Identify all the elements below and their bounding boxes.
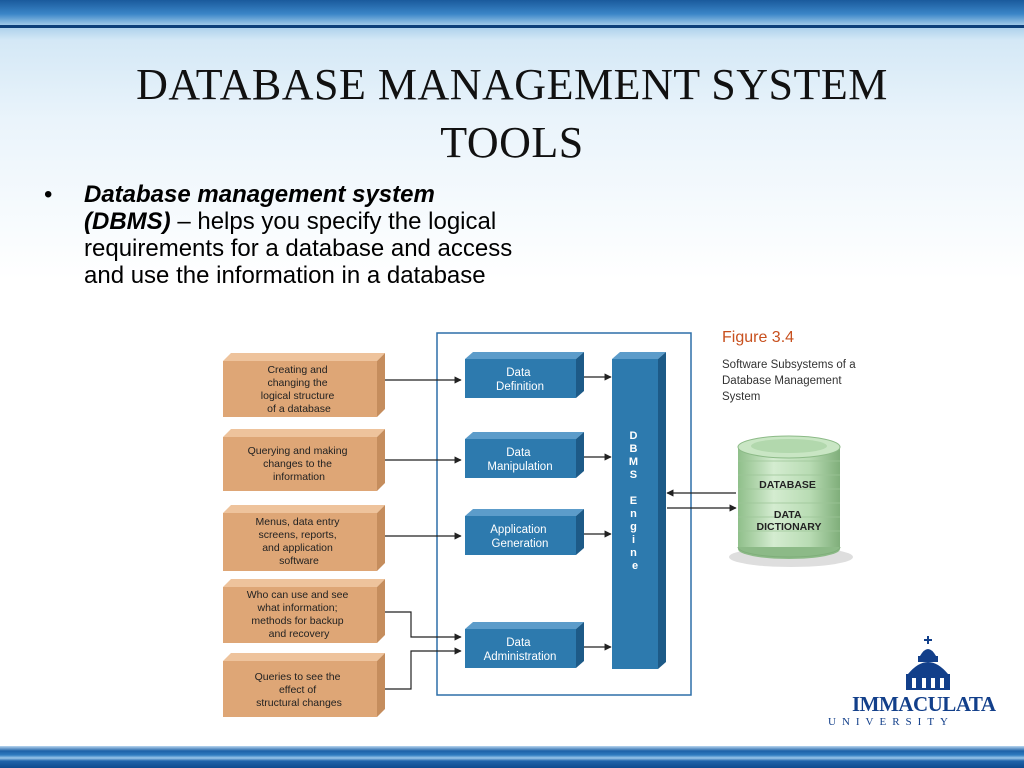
subsystem-box-data-definition: Data Definition (465, 352, 584, 398)
figure-caption: Software Subsystems of a Database Manage… (722, 359, 856, 403)
database-cylinder-icon: DATABASE DATA DICTIONARY (729, 435, 853, 567)
svg-text:Creating and changing th: Creating and changing the logical struct… (261, 364, 337, 415)
svg-text:Menus, data entry screen: Menus, data entry screens, reports, and … (256, 516, 343, 567)
engine-letter: S (630, 469, 637, 481)
bullet-text: Database management system (DBMS) – help… (84, 181, 524, 289)
footer-band (0, 746, 1024, 768)
svg-text:Querying and making chan: Querying and making changes to the infor… (248, 445, 351, 483)
input-box: Querying and making changes to the infor… (223, 429, 385, 491)
input-line: screens, reports, (258, 529, 336, 541)
input-box: Menus, data entry screens, reports, and … (223, 505, 385, 571)
svg-text:D B M S: D B M S E n g i n e (629, 430, 641, 572)
svg-text:Queries to see the effec: Queries to see the effect of structural … (255, 671, 344, 709)
bullet-definition: – helps you specify the logical requirem… (84, 208, 513, 289)
input-line: of a database (267, 403, 331, 415)
subsystem-label: Definition (496, 381, 544, 393)
bullet-icon: • (44, 181, 53, 208)
svg-text:Data Administration: Data Administration (484, 637, 557, 663)
subsystem-label: Data (506, 637, 531, 649)
subsystem-label: Data (506, 447, 531, 459)
svg-text:Data Definition: Data Definition (496, 367, 544, 393)
database-label: DATABASE (759, 479, 816, 491)
engine-letter: M (629, 456, 638, 468)
svg-text:Application Generation: Application Generation (490, 524, 549, 550)
dbms-engine: D B M S E n g i n e (612, 352, 666, 669)
input-box: Creating and changing the logical struct… (223, 353, 385, 417)
input-line: Menus, data entry (256, 516, 341, 528)
input-box: Queries to see the effect of structural … (223, 653, 385, 717)
input-line: changes to the (263, 458, 332, 470)
slide-title-line-1: DATABASE MANAGEMENT SYSTEM (136, 60, 888, 109)
input-line: what information; (257, 602, 338, 614)
subsystem-label: Application (490, 524, 546, 536)
bullet-term: Database management system (DBMS) (84, 181, 435, 235)
dbms-diagram: Creating and changing the logical struct… (223, 332, 853, 717)
input-line: structural changes (256, 697, 342, 709)
database-label: DATA (774, 509, 802, 521)
input-line: Querying and making (248, 445, 348, 457)
slide-title: DATABASE MANAGEMENT SYSTEM TOOLS (60, 56, 964, 172)
input-line: changing the (267, 377, 327, 389)
engine-letter: n (630, 547, 637, 559)
input-line: effect of (279, 684, 316, 696)
engine-letter: E (630, 495, 637, 507)
input-line: software (279, 555, 319, 567)
arrow (385, 611, 462, 641)
engine-letter: g (630, 521, 637, 533)
university-logo: IMMACULATA UNIVERSITY (820, 636, 996, 736)
engine-letter: B (629, 443, 637, 455)
engine-letter: e (632, 560, 638, 572)
svg-text:Who can use and see what: Who can use and see what information; me… (247, 589, 352, 640)
input-line: logical structure (261, 390, 335, 402)
slide-title-line-2: TOOLS (440, 118, 584, 167)
input-box: Who can use and see what information; me… (223, 579, 385, 643)
subsystem-label: Administration (484, 651, 557, 663)
database-label: DICTIONARY (757, 521, 822, 533)
subsystem-label: Generation (492, 538, 549, 550)
input-line: Queries to see the (255, 671, 341, 683)
engine-letter: D (629, 430, 637, 442)
input-line: Who can use and see (247, 589, 349, 601)
figure-label: Figure 3.4 (722, 329, 795, 346)
dome-icon (906, 636, 950, 690)
engine-letter: i (632, 534, 635, 546)
input-line: Creating and (267, 364, 327, 376)
svg-text:DATABASE DATA DICT: DATABASE DATA DICTIONARY (757, 479, 822, 533)
subsystem-box-data-administration: Data Administration (465, 622, 584, 668)
header-gradient-background (0, 0, 1024, 300)
header-divider-line (0, 25, 1024, 28)
input-line: and application (262, 542, 333, 554)
logo-name: IMMACULATA (852, 692, 996, 716)
arrow (385, 647, 462, 690)
logo-subtitle: UNIVERSITY (828, 716, 954, 728)
engine-letter: n (630, 508, 637, 520)
input-line: and recovery (269, 628, 330, 640)
svg-text:Data Manipulation: Data Manipulation (487, 447, 552, 473)
subsystem-box-application-generation: Application Generation (465, 509, 584, 555)
input-line: information (273, 471, 325, 483)
input-line: methods for backup (251, 615, 343, 627)
subsystem-label: Manipulation (487, 461, 552, 473)
subsystem-label: Data (506, 367, 531, 379)
subsystem-box-data-manipulation: Data Manipulation (465, 432, 584, 478)
